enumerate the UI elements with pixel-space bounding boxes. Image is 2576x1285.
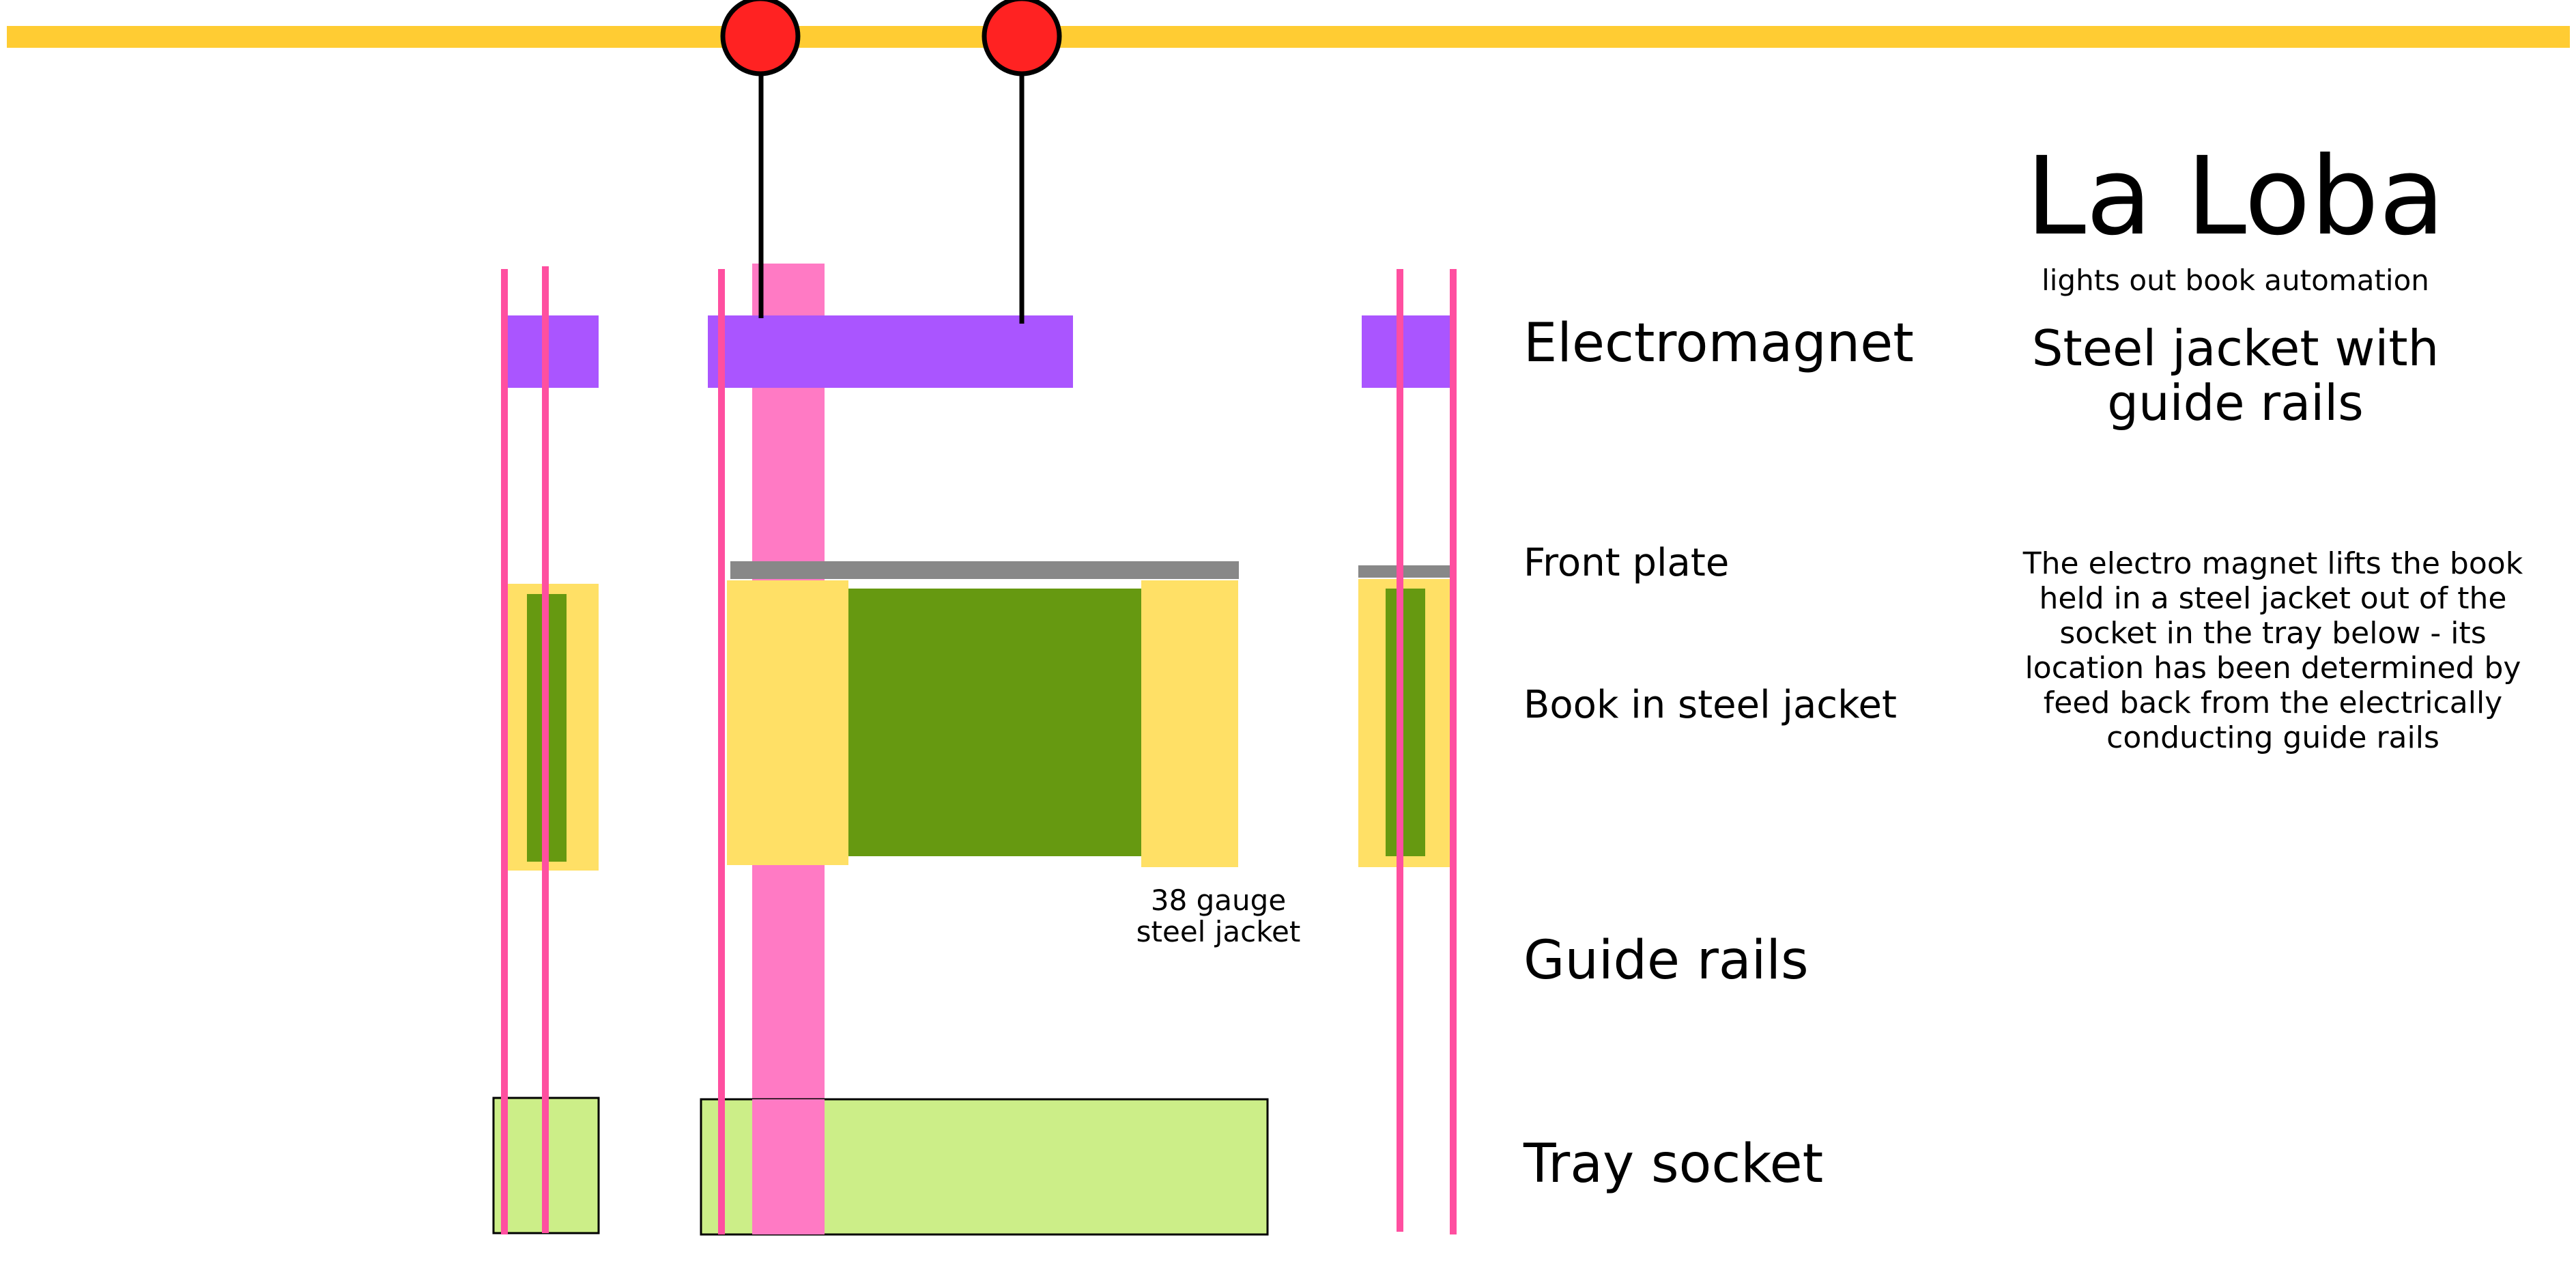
guide-rail-1 <box>501 269 508 1234</box>
jacket-center-right <box>1141 580 1238 867</box>
label-guide-rails: Guide rails <box>1523 930 1809 991</box>
pulley-left <box>720 0 801 76</box>
book-right <box>1386 589 1425 856</box>
jacket-center-left <box>727 580 848 865</box>
label-tray-socket: Tray socket <box>1523 1133 1824 1195</box>
diagram-description: The electro magnet lifts the book held i… <box>2022 546 2523 755</box>
label-electromagnet: Electromagnet <box>1523 313 1914 374</box>
front-plate-right <box>1358 565 1450 578</box>
diagram-title: La Loba <box>2025 134 2446 259</box>
label-book: Book in steel jacket <box>1523 683 1897 727</box>
electromagnet-center <box>708 315 1073 388</box>
diagram-heading: Steel jacket with guide rails <box>2031 320 2439 432</box>
electromagnet-right <box>1362 315 1450 388</box>
front-plate-center <box>730 561 1239 579</box>
label-front-plate: Front plate <box>1523 541 1730 585</box>
guide-rail-2 <box>542 266 549 1233</box>
overhead-track <box>7 26 2570 48</box>
guide-rail-3 <box>718 269 725 1234</box>
vertical-lift-bar-lower <box>752 1099 825 1234</box>
pulley-right <box>982 0 1062 76</box>
guide-rail-4 <box>1397 269 1403 1232</box>
guide-rail-5 <box>1450 269 1457 1234</box>
diagram-subtitle: lights out book automation <box>2042 264 2429 297</box>
electromagnet-left <box>506 315 599 388</box>
book-center <box>848 589 1141 856</box>
jacket-note: 38 gauge steel jacket <box>1136 884 1301 948</box>
